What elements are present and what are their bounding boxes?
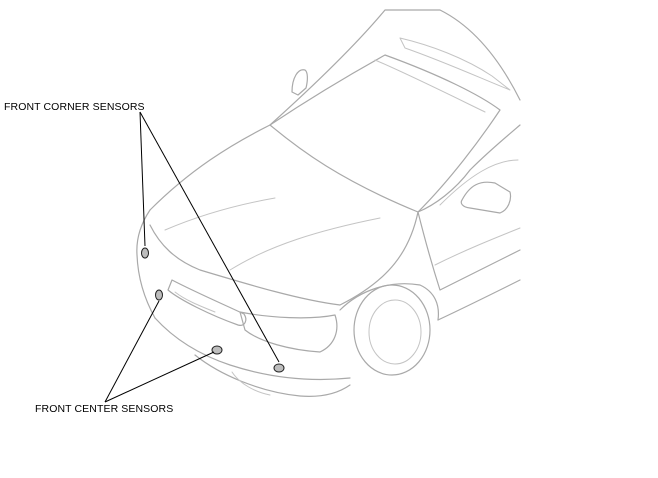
- center-leader-right: [104, 351, 215, 403]
- front-wheel: [353, 284, 431, 376]
- a-pillar: [417, 169, 471, 213]
- headlight-detail: [174, 291, 216, 313]
- windshield-reflection: [374, 59, 486, 113]
- hood-crease-left: [164, 197, 276, 231]
- front-center-sensor-right: [211, 345, 223, 355]
- fog-light-area: [231, 371, 271, 396]
- front-bumper: [154, 317, 351, 381]
- corner-leader-right: [139, 111, 280, 363]
- grille: [239, 311, 338, 353]
- sunroof-outline: [399, 37, 511, 91]
- front-corner-sensors-label: FRONT CORNER SENSORS: [4, 101, 145, 113]
- front-corner-sensor-left: [141, 247, 149, 259]
- center-leader-left: [104, 300, 160, 403]
- hood-outline: [149, 124, 419, 306]
- front-wheel-rim: [368, 299, 422, 365]
- side-window: [469, 124, 521, 171]
- front-center-sensor-left: [155, 289, 163, 301]
- side-mirror: [460, 181, 512, 214]
- roof-outline: [269, 9, 521, 126]
- hood-crease-right: [229, 217, 381, 271]
- windshield-outline: [269, 54, 501, 213]
- side-window-line: [439, 159, 519, 206]
- front-corner-sensor-right: [273, 363, 285, 373]
- corner-leader-left: [139, 111, 146, 247]
- lower-bumper: [194, 354, 351, 397]
- headlight: [167, 279, 247, 326]
- body-side-line: [434, 227, 521, 266]
- left-fender: [136, 209, 156, 319]
- left-mirror: [291, 69, 308, 96]
- front-center-sensors-label: FRONT CENTER SENSORS: [35, 403, 174, 415]
- front-wheel-arch: [339, 283, 440, 321]
- door-line: [417, 211, 521, 291]
- rocker-panel: [437, 279, 521, 321]
